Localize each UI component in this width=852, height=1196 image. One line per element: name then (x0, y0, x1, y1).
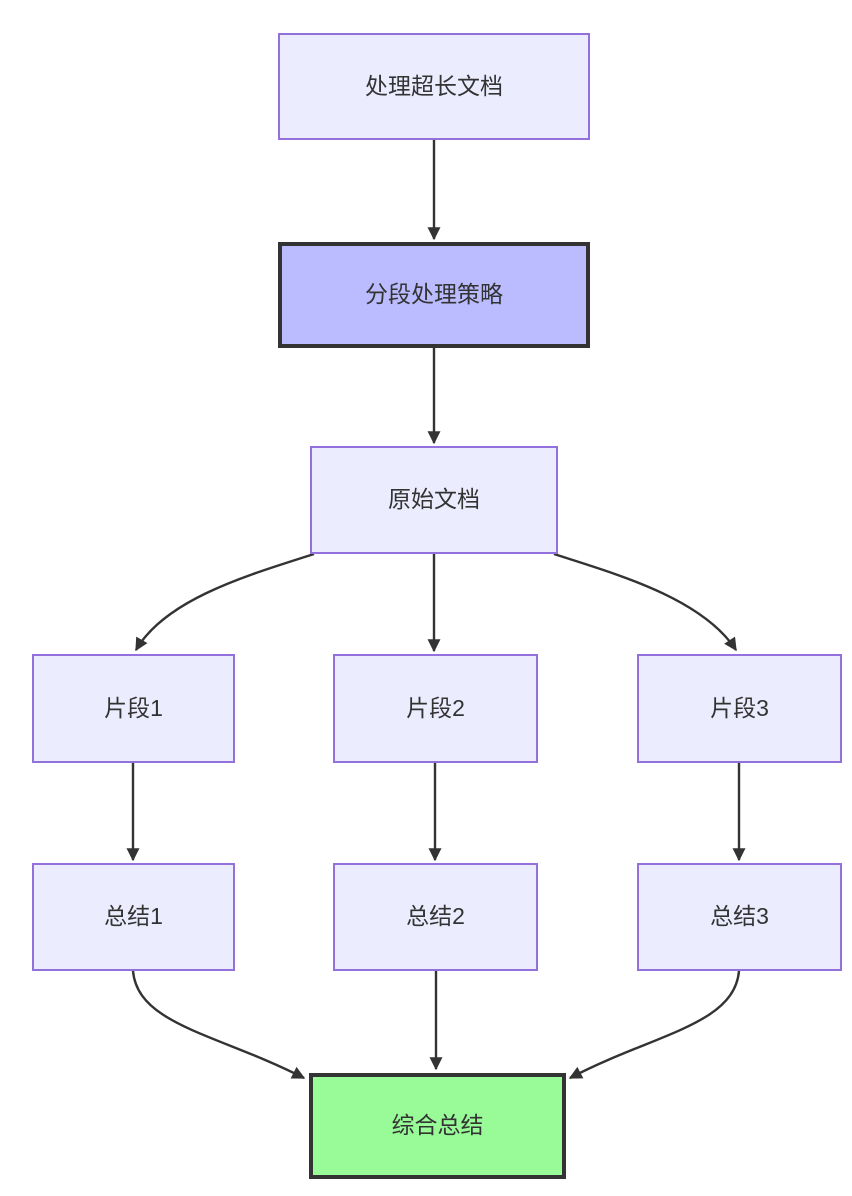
node-original-doc: 原始文档 (310, 446, 558, 554)
node-summary-1-label: 总结1 (104, 903, 163, 930)
node-summary-3-label: 总结3 (710, 903, 769, 930)
node-segment-strategy: 分段处理策略 (278, 242, 590, 348)
edge-summary1-to-final (131, 970, 306, 1080)
node-process-long-doc: 处理超长文档 (278, 33, 590, 140)
node-fragment-2: 片段2 (333, 654, 538, 763)
node-final-summary: 综合总结 (309, 1073, 566, 1179)
node-fragment-3-label: 片段3 (710, 694, 769, 721)
node-fragment-3: 片段3 (637, 654, 842, 763)
edge-summary3-to-final (568, 970, 741, 1080)
edge-original-to-fragment1 (134, 552, 315, 652)
node-final-summary-label: 综合总结 (391, 1112, 484, 1139)
node-fragment-2-label: 片段2 (406, 694, 465, 721)
node-original-doc-label: 原始文档 (388, 486, 480, 513)
node-summary-3: 总结3 (637, 863, 842, 971)
edge-original-to-fragment3 (553, 552, 738, 652)
node-segment-strategy-label: 分段处理策略 (365, 281, 503, 308)
node-fragment-1-label: 片段1 (104, 694, 163, 721)
node-summary-2: 总结2 (333, 863, 538, 971)
node-summary-2-label: 总结2 (406, 903, 465, 930)
node-process-long-doc-label: 处理超长文档 (365, 72, 503, 99)
node-fragment-1: 片段1 (32, 654, 235, 763)
node-summary-1: 总结1 (32, 863, 235, 971)
